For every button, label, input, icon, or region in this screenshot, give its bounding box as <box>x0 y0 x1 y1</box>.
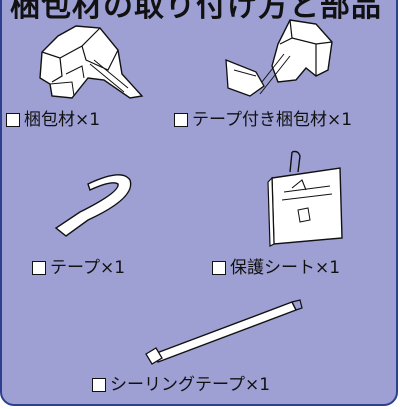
checkbox[interactable] <box>6 113 20 127</box>
item-label: テープ付き梱包材×1 <box>192 110 353 130</box>
tape-icon <box>54 174 132 237</box>
item-label: 梱包材×1 <box>24 110 101 130</box>
checkbox[interactable] <box>32 261 46 275</box>
item-taped-cushion: テープ付き梱包材×1 <box>174 110 352 130</box>
sealing-tape-icon <box>145 299 303 365</box>
taped-cushion-icon <box>225 19 333 97</box>
item-label: 保護シート×1 <box>230 258 341 278</box>
page-title: 梱包材の取り付け方と部品 <box>10 0 382 24</box>
item-sealing-tape: シーリングテープ×1 <box>92 375 270 395</box>
item-cushion: 梱包材×1 <box>6 110 100 130</box>
checkbox[interactable] <box>212 261 226 275</box>
item-tape: テープ×1 <box>32 258 125 278</box>
checkbox[interactable] <box>174 113 188 127</box>
cushion-icon <box>39 25 144 99</box>
protection-sheet-icon <box>267 150 343 247</box>
item-label: テープ×1 <box>50 258 126 278</box>
item-label: シーリングテープ×1 <box>110 375 271 395</box>
checkbox[interactable] <box>92 378 106 392</box>
item-protection-sheet: 保護シート×1 <box>212 258 340 278</box>
